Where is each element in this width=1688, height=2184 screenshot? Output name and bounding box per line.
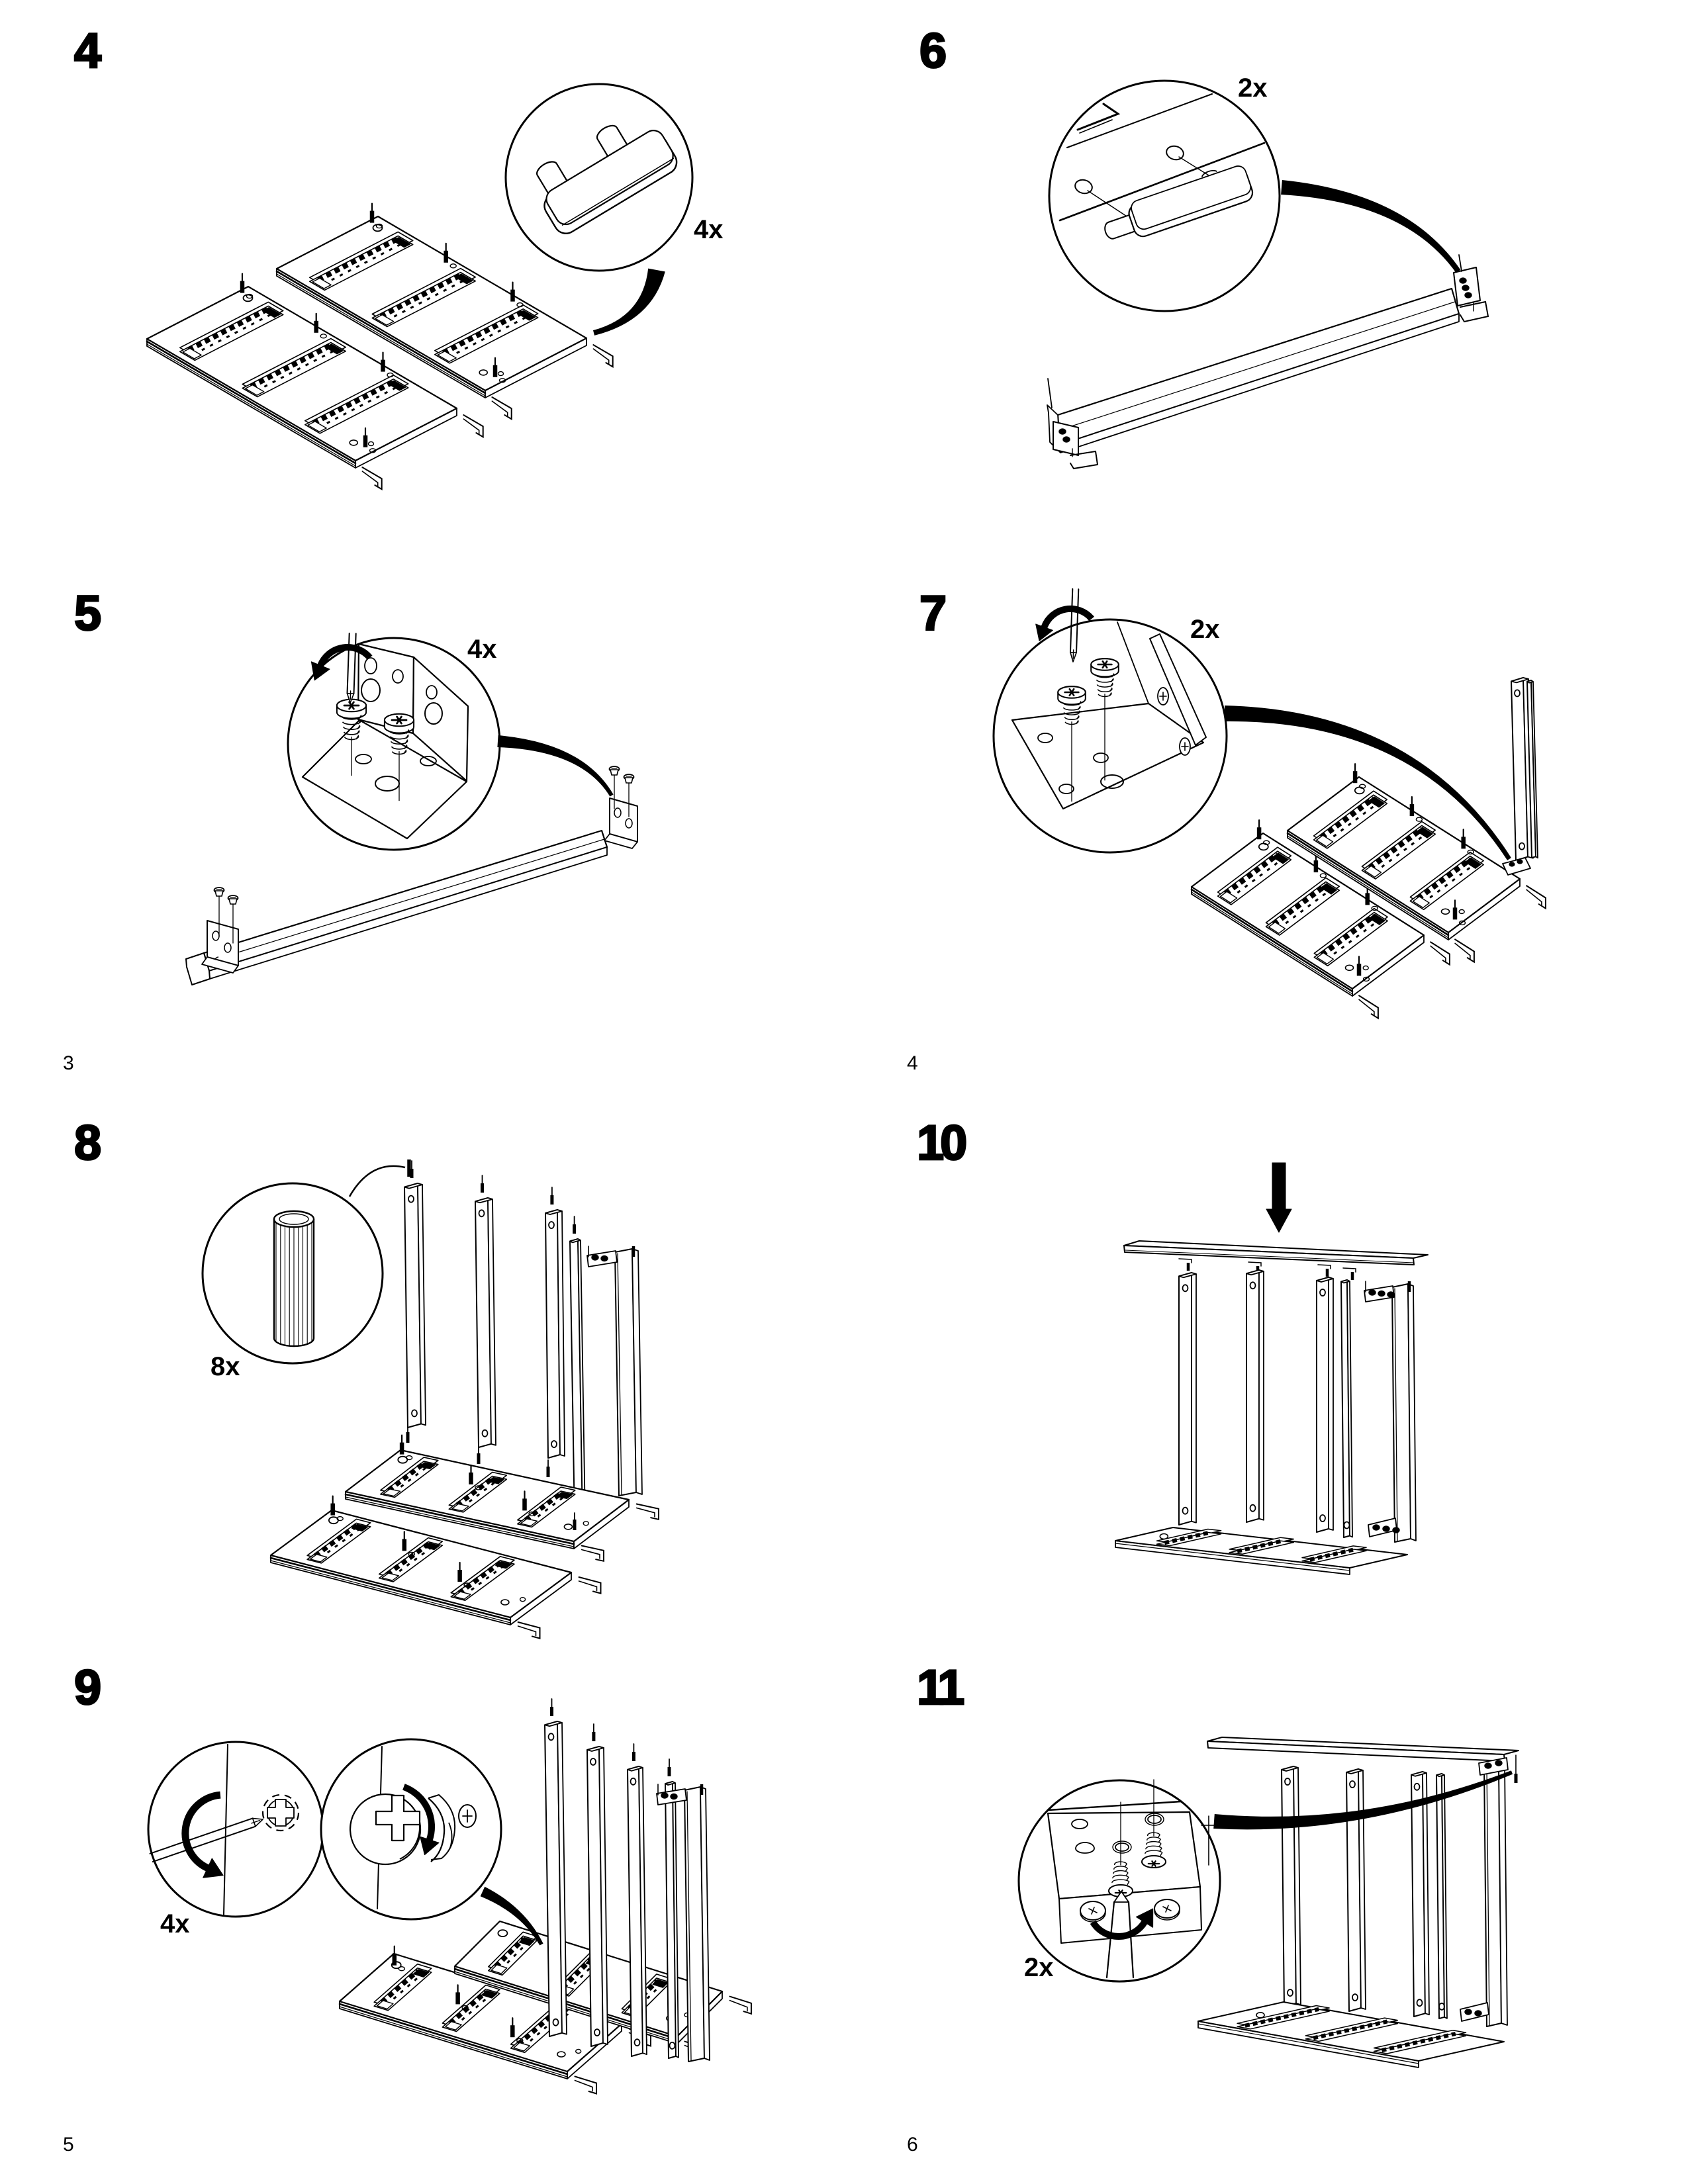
svg-text:3: 3 [63,1052,74,1074]
svg-text:4x: 4x [694,215,724,244]
svg-text:9: 9 [74,1660,101,1715]
svg-text:5: 5 [63,2134,74,2156]
svg-text:6: 6 [907,2134,918,2156]
svg-text:10: 10 [917,1115,966,1170]
svg-text:6: 6 [919,23,947,78]
svg-text:2x: 2x [1190,615,1220,644]
svg-text:4: 4 [74,23,101,78]
svg-text:7: 7 [919,586,947,641]
svg-text:4x: 4x [160,1909,190,1938]
svg-text:11: 11 [917,1660,964,1715]
svg-text:8: 8 [74,1115,101,1170]
svg-text:4x: 4x [467,635,497,664]
svg-text:2x: 2x [1238,73,1268,103]
svg-text:4: 4 [907,1052,918,1074]
svg-text:5: 5 [74,586,101,641]
svg-text:2x: 2x [1024,1953,1054,1982]
svg-text:8x: 8x [211,1352,240,1381]
